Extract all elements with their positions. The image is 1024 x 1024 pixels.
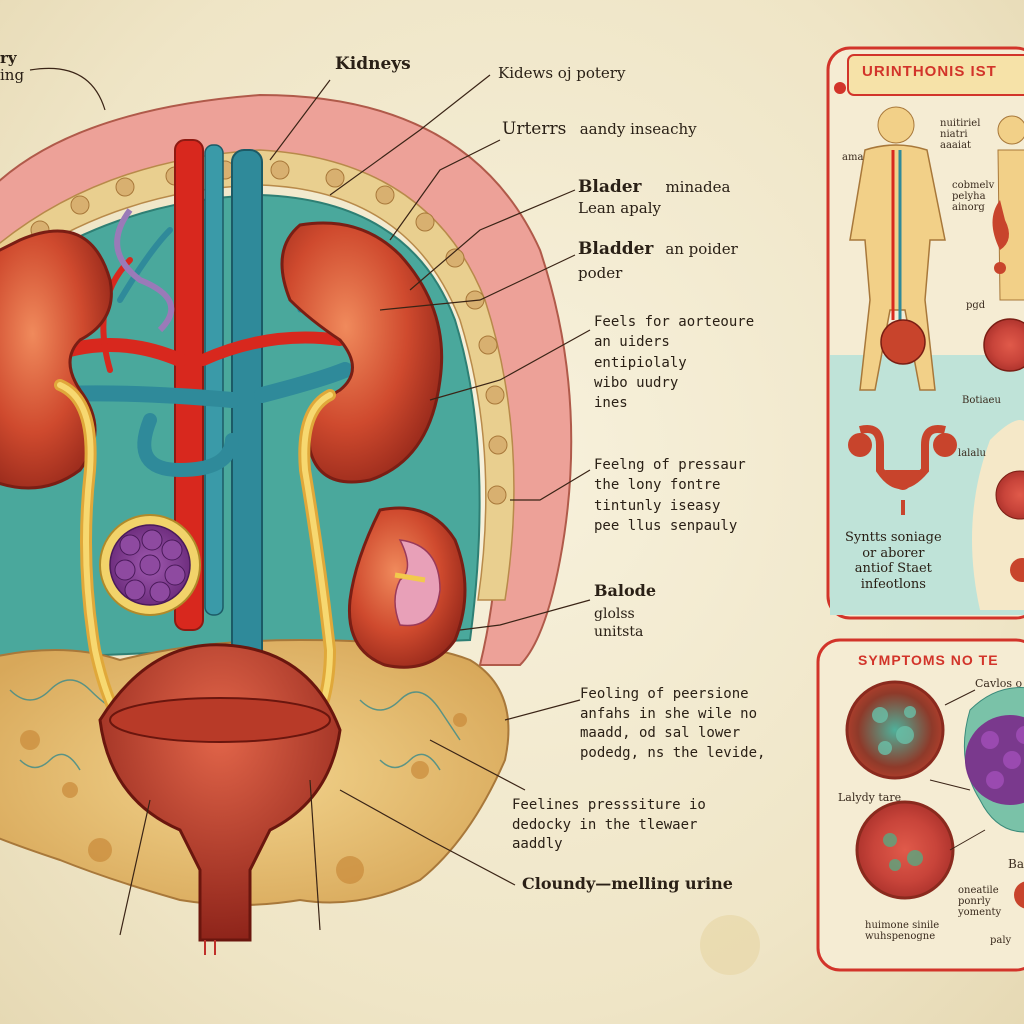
label-bladder-line2: poder — [578, 264, 623, 282]
label-partial-line: ing — [0, 65, 25, 84]
panel-top-nutrient: nuitiriel niatri aaaiat — [940, 118, 980, 151]
feels-line: Feels for aorteoure — [594, 314, 755, 330]
label-bladder-an: Bladder an poider — [578, 239, 738, 259]
bottom-small-line: wuhspenogne — [865, 931, 936, 942]
bacteria-cluster — [963, 687, 1024, 833]
label-kidows: Kidews oj potery — [498, 64, 626, 82]
label-kidneys: Kidneys — [335, 54, 411, 74]
feels-line: wibo uudry — [594, 374, 679, 391]
symptoms-line: Syntts soniage — [845, 530, 942, 545]
feelines-line: dedocky in the tlewaer — [512, 816, 698, 833]
feeling-line: tintunly iseasy — [594, 497, 721, 514]
label-balode: Balode — [594, 581, 657, 600]
cobmelv-line: pelyha — [952, 191, 986, 202]
label-bladder-an-main: Bladder — [578, 239, 654, 259]
panel-top-cobmelv: cobmelv pelyha ainorg — [952, 180, 994, 213]
feeling2-line: anfahs in she wile no — [580, 705, 758, 722]
right-small-line: ponrly — [958, 896, 991, 907]
label-blader-line2: Lean apaly — [578, 199, 661, 217]
panel-bottom-small: huimone sinile wuhspenogne — [865, 920, 939, 942]
right-small-line: yomenty — [958, 907, 1002, 918]
body-figure — [849, 106, 946, 391]
infection-circle-1 — [845, 680, 945, 780]
label-feelines-block: Feelines presssiture io dedocky in the t… — [512, 796, 706, 855]
panel-top-title: URINTHONIS IST — [862, 63, 997, 80]
feels-line: ines — [594, 395, 628, 412]
nutrient-line: niatri — [940, 129, 968, 140]
bottom-small-line: huimone sinile — [865, 920, 940, 931]
feeling2-line: podedg, ns the levide, — [580, 744, 766, 761]
panel-top-symptoms: Syntts soniage or aborer antiof Staet in… — [845, 530, 942, 592]
label-cloudy: Cloundy—melling urine — [522, 874, 733, 893]
label-blader: Blader minadea — [578, 177, 731, 197]
symptoms-line: or aborer — [862, 545, 925, 561]
nutrient-line: aaaiat — [940, 140, 972, 151]
panel-bottom-right-small: oneatile ponrly yomenty — [958, 885, 1001, 918]
cobmelv-line: ainorg — [952, 202, 985, 213]
panel-top-pgd: pgd — [966, 300, 986, 311]
purple-organ — [99, 514, 201, 616]
panel-top-ama: ama — [842, 152, 864, 163]
feeling-line: Feelng of pressaur — [594, 457, 746, 473]
label-bladder-an-sub: an poider — [665, 240, 738, 258]
label-feels-block: Feels for aorteoure an uiders entipiolal… — [594, 312, 754, 413]
panel-bottom-cavlos: Cavlos o — [975, 677, 1023, 690]
cobmelv-line: cobmelv — [952, 180, 995, 191]
feeling-line: the lony fontre — [594, 477, 721, 494]
balode-sub-line: unitsta — [594, 624, 644, 641]
aorta — [174, 139, 204, 631]
label-blader-main: Blader — [578, 177, 642, 197]
right-small-line: oneatile — [958, 885, 999, 896]
nutrient-line: nuitiriel — [940, 118, 981, 129]
bladder-icon — [848, 425, 957, 515]
vena-cava — [231, 149, 263, 711]
feelines-line: aaddly — [512, 836, 563, 853]
panel-top-botiaeu: Botiaeu — [962, 395, 1001, 406]
feels-line: an uiders — [594, 334, 670, 351]
feels-line: entipiolaly — [594, 354, 687, 371]
label-urters: Urterrs aandy inseachy — [502, 119, 697, 139]
label-feeling-block: Feelng of pressaur the lony fontre tintu… — [594, 455, 746, 536]
feeling2-line: Feoling of peersione — [580, 686, 749, 702]
infection-circle-2 — [855, 800, 955, 900]
label-urters-main: Urterrs — [502, 119, 567, 139]
feeling-line: pee llus senpauly — [594, 517, 738, 534]
symptoms-line: antiof Staet — [854, 561, 932, 577]
label-partial-line: ry — [0, 49, 17, 67]
panel-bottom-ba: Ba — [1008, 857, 1024, 871]
feelines-line: Feelines presssiture io — [512, 797, 706, 813]
panel-bottom-lalydy: Lalydy tare — [838, 791, 902, 804]
balode-sub-line: glolss — [594, 606, 635, 622]
panel-bottom-pal: paly — [990, 935, 1012, 946]
label-partial-top-left: ry ing — [0, 50, 24, 84]
feeling2-line: maadd, od sal lower — [580, 725, 741, 742]
label-balode-sub: glolss unitsta — [594, 605, 643, 641]
symptoms-line: infeotlons — [860, 576, 926, 592]
panel-top-lalalu: lalalu — [958, 448, 986, 459]
panel-bottom-title: SYMPTOMS NO TE — [858, 652, 999, 668]
label-feeling2-block: Feoling of peersione anfahs in she wile … — [580, 685, 765, 763]
label-urters-sub: aandy inseachy — [579, 120, 697, 138]
label-blader-sub: minadea — [665, 178, 731, 196]
right-kidney — [280, 221, 444, 484]
